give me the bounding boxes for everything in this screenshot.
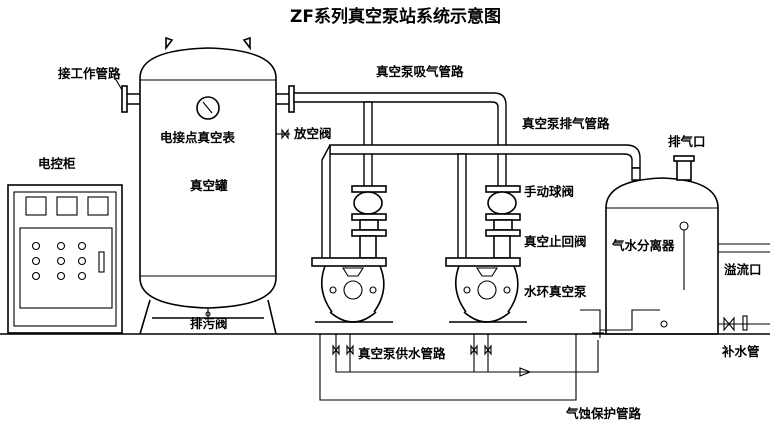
pump-unit-2 [445, 185, 527, 323]
makeup-water-pipe [718, 315, 770, 332]
control-cabinet [7, 184, 123, 334]
exhaust-pipe [321, 144, 641, 261]
gas-water-separator [605, 155, 770, 335]
cabinet-handle [98, 251, 105, 273]
label-corrosion-protection: 气蚀保护管路 [565, 406, 642, 421]
label-control-cabinet: 电控柜 [38, 156, 76, 171]
control-knobs [31, 241, 87, 281]
label-check-valve: 真空止回阀 [524, 234, 587, 249]
label-drain-valve: 排污阀 [190, 316, 228, 331]
vent-valve-icon [276, 128, 290, 140]
pump-unit-1 [311, 185, 393, 323]
label-exhaust-port: 排气口 [668, 134, 706, 149]
label-overflow: 溢流口 [724, 262, 762, 277]
label-makeup-water: 补水管 [721, 344, 760, 359]
label-vent-valve: 放空阀 [293, 126, 332, 141]
vacuum-tank [121, 36, 295, 335]
water-supply-pipe [332, 332, 604, 377]
label-suction-pipe: 真空泵吸气管路 [376, 64, 464, 79]
label-ball-valve: 手动球阀 [524, 184, 574, 199]
label-separator: 气水分离器 [611, 238, 675, 253]
label-work-pipe: 接工作管路 [58, 66, 121, 81]
label-vacuum-tank: 真空罐 [190, 178, 228, 193]
label-vacuum-gauge: 电接点真空表 [160, 130, 236, 145]
label-exhaust-pipe: 真空泵排气管路 [522, 116, 610, 131]
diagram-title: ZF系列真空泵站系统示意图 [290, 6, 501, 27]
corrosion-protection-pipe [319, 334, 577, 401]
label-water-ring-pump: 水环真空泵 [524, 284, 587, 299]
separator-internal-pipe [580, 309, 660, 338]
label-water-supply: 真空泵供水管路 [358, 346, 446, 361]
